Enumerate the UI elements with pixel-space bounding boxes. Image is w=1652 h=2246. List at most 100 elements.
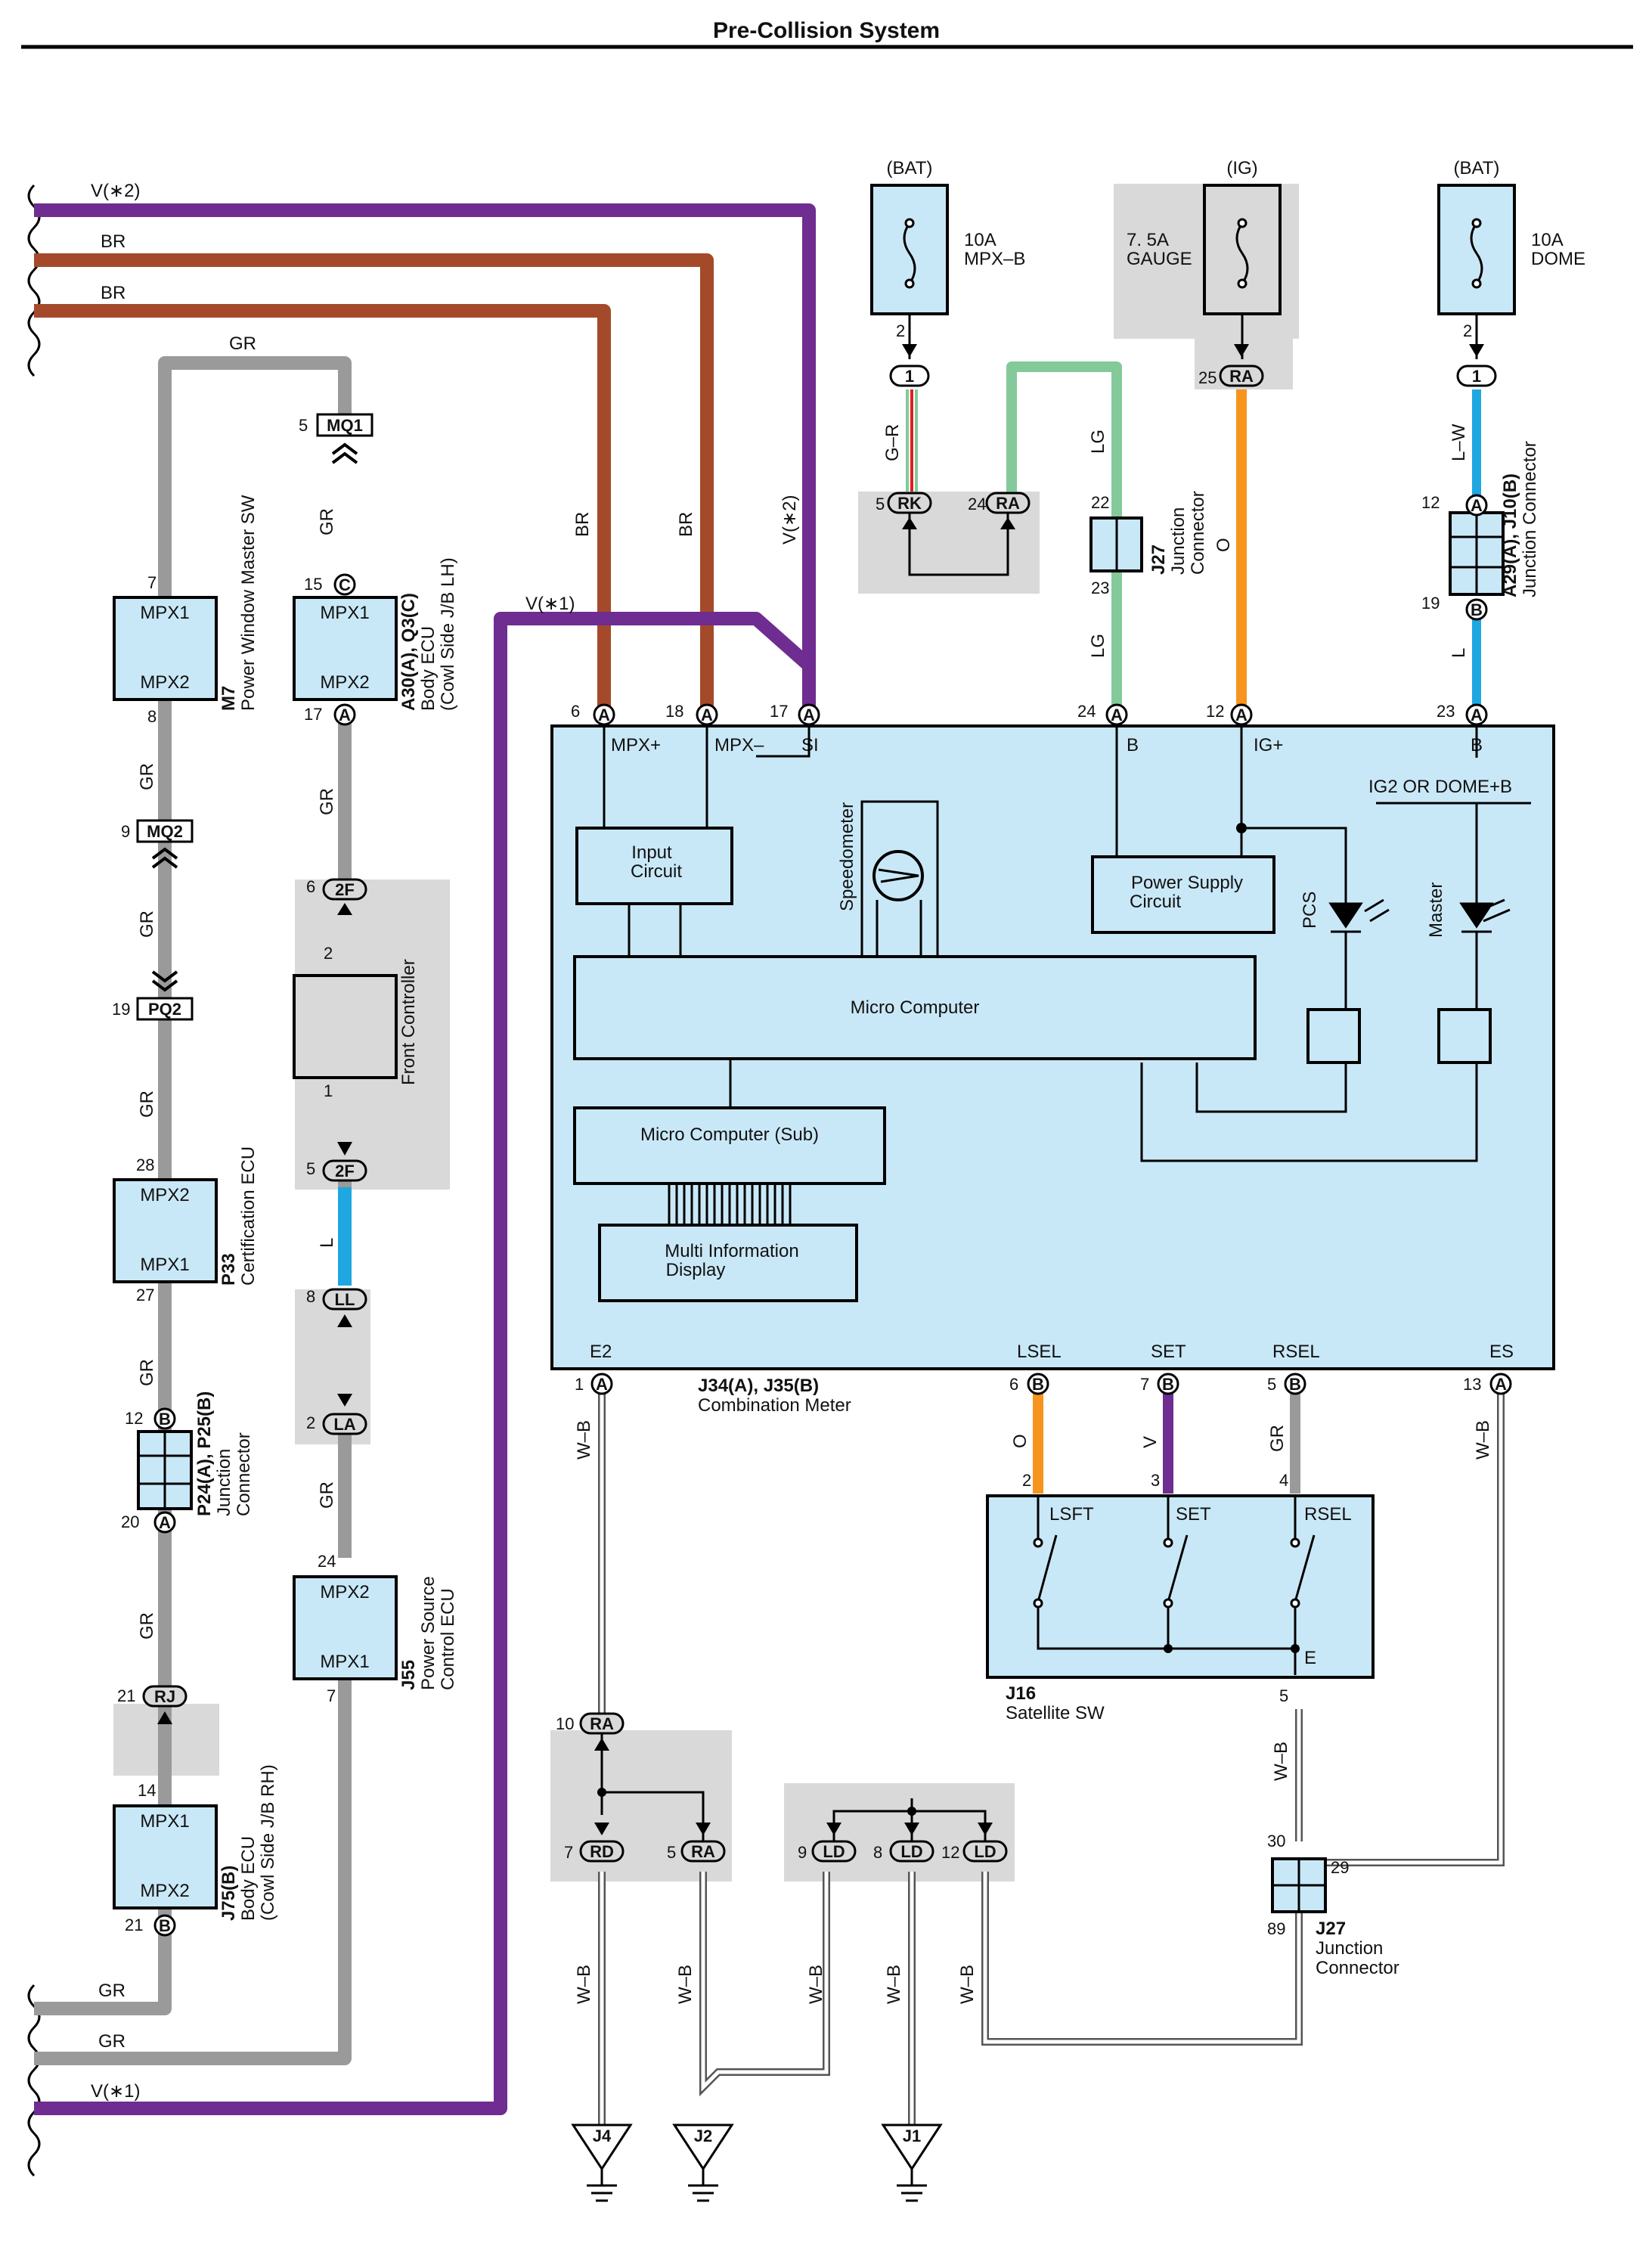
pin-num: 5	[299, 416, 308, 435]
fuse-gauge: (IG) 7. 5A GAUGE	[1115, 158, 1293, 389]
wire-break-marks	[27, 184, 41, 2177]
wire-label-wb-5: W–B	[675, 1965, 696, 2004]
pin-num: 5	[306, 1159, 315, 1178]
fuse-dome-rating: 10A	[1531, 230, 1564, 250]
wire-v2	[34, 203, 816, 707]
wire-label-lw: L–W	[1449, 423, 1469, 461]
j27b-sub: Connector	[1316, 1958, 1399, 1978]
meter-micro-computer-sub: Micro Computer (Sub)	[640, 1125, 819, 1145]
pin-num: 27	[136, 1286, 154, 1304]
pin-num: 7	[1140, 1375, 1149, 1394]
pin-num: 13	[1463, 1375, 1481, 1394]
p33-pin1: MPX2	[140, 1185, 189, 1205]
wire-label-wb-3: W–B	[1271, 1742, 1291, 1781]
conn-label: RJ	[154, 1687, 175, 1706]
splice-dot	[597, 1788, 606, 1797]
ground-j2-label: J2	[694, 2127, 712, 2145]
pin-num: 5	[1267, 1375, 1276, 1394]
wire-label-br-v1: BR	[572, 512, 593, 537]
connector-mq2: MQ2 9	[121, 819, 194, 869]
pin-num: 1	[575, 1375, 584, 1394]
pin-letter: B	[1032, 1375, 1044, 1394]
j27a-name: Junction	[1168, 507, 1189, 575]
a30-pin1: MPX1	[320, 603, 369, 623]
wire-label-lg-2: LG	[1088, 634, 1108, 658]
meter-power-supply: Power Supply	[1131, 873, 1243, 893]
conn-label: LD	[823, 1842, 845, 1861]
wire-label-l-2: L	[1449, 648, 1469, 658]
pin-num: 12	[1421, 493, 1440, 512]
meter-e2: E2	[590, 1342, 612, 1362]
meter-master-led: Master	[1426, 883, 1446, 938]
pin-num: 12	[125, 1409, 143, 1428]
pin-num: 5	[876, 495, 885, 513]
wire-label-o: O	[1213, 538, 1234, 552]
pin-num: 24	[318, 1552, 336, 1571]
j16-id: J16	[1006, 1683, 1036, 1704]
meter-power-supply-2: Circuit	[1130, 892, 1181, 912]
pin-num: 2	[896, 321, 905, 340]
pin-letter: A	[1471, 496, 1483, 515]
pin-num: 17	[304, 705, 322, 724]
meter-input-circuit-2: Circuit	[631, 861, 682, 882]
wire-label-gr-5: GR	[137, 1612, 157, 1640]
j16-set: SET	[1176, 1504, 1211, 1525]
component-j75: MPX1 MPX2 J75(B) Body ECU (Cowl Side J/B…	[113, 1686, 278, 1934]
connector-pq2: PQ2 19	[112, 970, 194, 1021]
pin-letter: A	[1111, 706, 1123, 724]
pin-num: 25	[1198, 368, 1217, 387]
pin-num: 7	[327, 1686, 336, 1705]
pin-num: 29	[1331, 1858, 1349, 1877]
pin-num: 1	[324, 1081, 333, 1100]
j16-e: E	[1304, 1648, 1316, 1668]
m7-id: M7	[219, 686, 239, 711]
wires-wb-inner	[600, 1384, 1503, 2148]
fuse-gauge-name: GAUGE	[1127, 249, 1192, 269]
pin-num: 23	[1437, 702, 1455, 721]
wire-v1	[34, 612, 814, 2115]
fuse-gauge-supply: (IG)	[1226, 158, 1257, 178]
fuse-dome-name: DOME	[1531, 249, 1585, 269]
j75-id: J75(B)	[219, 1866, 239, 1921]
pin-num: 24	[1077, 702, 1096, 721]
wire-labels: V(∗2) BR BR GR V(∗1) V(∗1) GR GR BR BR V…	[91, 181, 1493, 2102]
pin-num: 8	[873, 1843, 882, 1862]
component-a30: MPX1 MPX2 A30(A), Q3(C) Body ECU (Cowl S…	[293, 557, 458, 724]
meter-set: SET	[1151, 1342, 1186, 1362]
fuse-mpxb: (BAT) 10A MPX–B	[870, 158, 1025, 359]
pin-num: 2	[1022, 1471, 1031, 1490]
pin-letter: B	[159, 1916, 171, 1935]
component-front-controller: Front Controller 2 1 6 5 8 2	[293, 877, 419, 1432]
meter-ig2: IG2 OR DOME+B	[1368, 777, 1512, 797]
meter-mpxp: MPX+	[611, 735, 661, 755]
pin-num: 14	[138, 1781, 156, 1800]
ground-j2: J2	[672, 2123, 734, 2202]
mq2-label: MQ2	[147, 822, 183, 841]
wire-label-wb-4: W–B	[574, 1965, 594, 2004]
wire-label-br2: BR	[101, 283, 126, 303]
pin-num: 4	[1279, 1471, 1288, 1490]
pin-letter: A	[598, 706, 610, 724]
wire-label-v1-bottom: V(∗1)	[91, 2081, 140, 2102]
meter-pin-numbers: 6 18 17 24 12 23 1 6 7 5 13	[571, 702, 1481, 1394]
fuse-mpxb-rating: 10A	[964, 230, 996, 250]
wire-label-l: L	[317, 1238, 337, 1248]
m7-pin2: MPX2	[140, 672, 189, 693]
junction-bracket	[908, 513, 1009, 576]
pin-num: 6	[306, 877, 315, 896]
j27b-name: Junction	[1316, 1938, 1383, 1959]
connector-pills	[142, 365, 1497, 1863]
wire-label-gr-1: GR	[137, 763, 157, 790]
p33-pin2: MPX1	[140, 1255, 189, 1275]
meter-multi-info-2: Display	[666, 1260, 726, 1280]
pin-num: 20	[121, 1512, 139, 1531]
meter-speedometer: Speedometer	[837, 802, 857, 911]
pin-num: 5	[1279, 1686, 1288, 1705]
junction-a29: 12 19 A29(A), J10(B) Junction Connector	[1421, 441, 1540, 613]
pin-num: 8	[306, 1287, 315, 1306]
component-satellite-sw: LSFT SET RSEL E 2 3 4 5 J16 Satellite SW	[986, 1471, 1375, 1723]
a29-id: A29(A), J10(B)	[1500, 473, 1520, 597]
wire-label-wb-6: W–B	[806, 1965, 826, 2004]
ground-j1: J1	[881, 2123, 943, 2202]
